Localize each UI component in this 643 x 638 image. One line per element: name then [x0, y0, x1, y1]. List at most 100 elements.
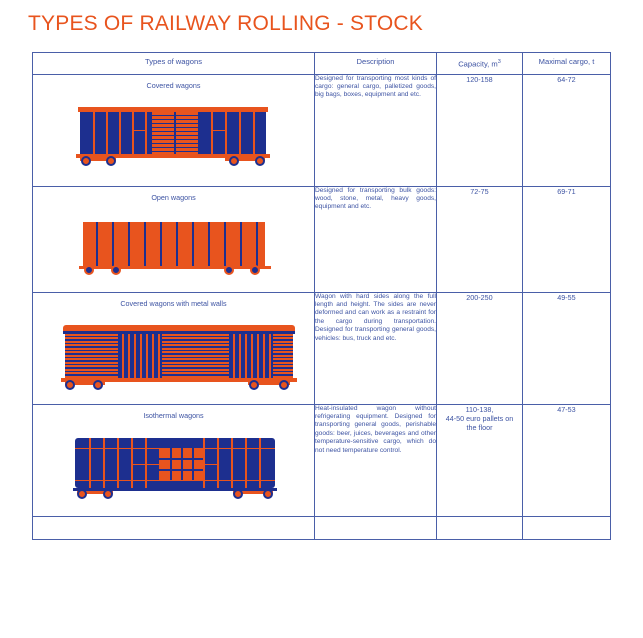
body-corrugation	[65, 370, 293, 373]
cell-description: Designed for transporting most kinds of …	[314, 73, 437, 187]
door-rib	[245, 333, 247, 378]
header-maximal-cargo: Maximal cargo, t	[522, 52, 611, 75]
type-label: Covered wagons	[146, 80, 201, 90]
wheel	[103, 488, 113, 499]
wheel	[84, 264, 94, 275]
cell-description: Heat-insulated wagon without refrigerati…	[314, 403, 437, 517]
wheel	[81, 155, 91, 166]
footer-cell	[436, 515, 523, 540]
door-rib	[152, 333, 154, 378]
header-capacity-superscript: 3	[497, 59, 501, 65]
wheel	[93, 379, 103, 390]
wagon-rib	[119, 111, 121, 154]
wagon-rib	[240, 221, 242, 266]
cell-capacity: 120-158	[436, 73, 523, 187]
cell-type-open-wagons: Open wagons	[32, 185, 315, 293]
header-capacity: Capacity, m3	[436, 52, 523, 75]
wheel	[224, 264, 234, 275]
type-label: Open wagons	[151, 192, 196, 202]
wagon-rib	[192, 221, 194, 266]
wheel	[249, 379, 259, 390]
wagon-roof	[63, 324, 295, 331]
body-corrugation	[65, 363, 293, 366]
wagon-rib	[160, 221, 162, 266]
wagon-underframe	[61, 377, 297, 382]
cell-capacity: 110-138, 44-50 euro pallets on the floor	[436, 403, 523, 517]
wheel	[255, 155, 265, 166]
wagon-rib	[96, 221, 98, 266]
door-grid-line	[192, 447, 194, 480]
bogie-beam	[225, 157, 265, 161]
table-footer-row	[32, 515, 611, 540]
body-divider	[245, 437, 247, 488]
wagon-rib	[208, 221, 210, 266]
body-divider	[259, 437, 261, 488]
door-rib	[146, 333, 148, 378]
body-frame-line	[75, 479, 275, 482]
body-divider	[131, 437, 133, 488]
wagon-rib	[144, 221, 146, 266]
page-title: TYPES OF RAILWAY ROLLING - STOCK	[28, 12, 423, 35]
door-rib	[263, 333, 265, 378]
body-divider	[217, 437, 219, 488]
door-grid-line	[159, 457, 203, 460]
door-rib	[251, 333, 253, 378]
header-types-of-wagons: Types of wagons	[32, 52, 315, 75]
door-split	[174, 111, 176, 154]
body-divider	[231, 437, 233, 488]
bogie-beam	[248, 381, 290, 385]
wagon-rib	[128, 221, 130, 266]
body-corrugation	[65, 346, 293, 348]
panel-divider	[203, 463, 217, 466]
body-divider	[117, 437, 119, 488]
panel-divider	[131, 463, 159, 466]
wheel	[233, 488, 243, 499]
wagon-rib	[106, 111, 108, 154]
body-corrugation	[65, 360, 293, 362]
footer-cell	[522, 515, 611, 540]
wagon-rib	[176, 221, 178, 266]
header-capacity-label: Capacity, m	[458, 59, 498, 69]
wheel	[106, 155, 116, 166]
cell-type-isothermal-wagons: Isothermal wagons	[32, 403, 315, 517]
wagon-underframe	[76, 153, 270, 158]
wagon-rib	[239, 111, 241, 154]
cell-maximal-cargo: 69-71	[522, 185, 611, 293]
type-label: Isothermal wagons	[143, 410, 204, 420]
door-rib	[140, 333, 142, 378]
wagon-roof	[78, 106, 268, 112]
door-rib	[239, 333, 241, 378]
cell-type-covered-wagons: Covered wagons	[32, 73, 315, 187]
wagon-rib-cross	[211, 129, 226, 132]
wagon-body	[83, 221, 265, 266]
door-grid-line	[159, 468, 203, 471]
bogie-beam	[80, 157, 116, 161]
cell-description: Wagon with hard sides along the full len…	[314, 291, 437, 405]
bogie-beam	[65, 381, 105, 385]
wheel	[263, 488, 273, 499]
body-corrugation	[65, 356, 293, 359]
wagon-rib	[225, 111, 227, 154]
wagon-rib	[224, 221, 226, 266]
cell-capacity: 72-75	[436, 185, 523, 293]
table-header-row: Types of wagons Description Capacity, m3…	[32, 52, 611, 75]
wheel	[111, 264, 121, 275]
cell-type-metal-wall-wagons: Covered wagons with metal walls	[32, 291, 315, 405]
body-corrugation	[65, 374, 293, 376]
wagon-rib	[211, 111, 213, 154]
body-divider	[203, 437, 205, 488]
wheel	[65, 379, 75, 390]
cell-description: Designed for transporting bulk goods: wo…	[314, 185, 437, 293]
door-rib	[257, 333, 259, 378]
capacity-line: the floor	[466, 422, 493, 432]
table-row: Open wagons	[32, 185, 611, 293]
body-corrugation	[65, 353, 293, 355]
door-grid-line	[181, 447, 183, 480]
wheel	[250, 264, 260, 275]
wheel	[229, 155, 239, 166]
table-row: Covered wagons with metal walls	[32, 291, 611, 405]
body-corrugation	[65, 342, 293, 345]
table-row: Covered wagons	[32, 73, 611, 187]
wagon-underframe	[73, 487, 277, 491]
